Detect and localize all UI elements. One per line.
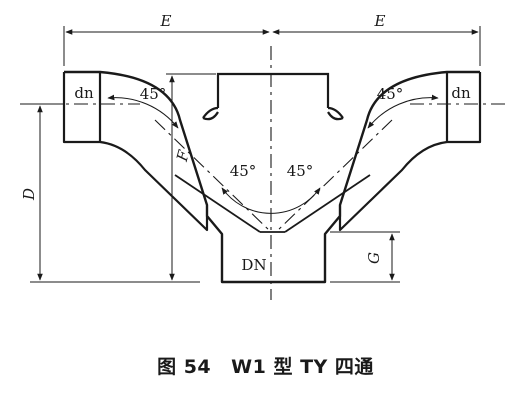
ty-cross-fitting-drawing: E E D F G dn dn DN 45° 45° 45° 45° [20,12,505,300]
dim-e-left-label: E [160,12,172,30]
angle-upper-left-label: 45° [140,85,167,103]
branch-right-label: dn [451,84,471,102]
inner-v-edges [174,174,371,233]
top-socket [202,72,344,121]
angle-arcs [107,94,439,214]
dim-f-label: F [173,148,193,164]
branch-left-label: dn [74,84,94,102]
fitting-outline [62,70,482,284]
figure-caption: 图 54 W1 型 TY 四通 [0,352,531,379]
main-outlet-label: DN [241,256,266,274]
dimension-lines [30,26,481,283]
dim-e-right-label: E [374,12,386,30]
angle-center-left-label: 45° [230,162,257,180]
angle-upper-right-label: 45° [377,85,404,103]
figure-title: W1 型 TY 四通 [231,356,374,378]
dim-g-label: G [365,252,383,264]
figure-number: 图 54 [157,356,212,378]
dim-d-label: D [20,188,38,201]
angle-center-right-label: 45° [287,162,314,180]
